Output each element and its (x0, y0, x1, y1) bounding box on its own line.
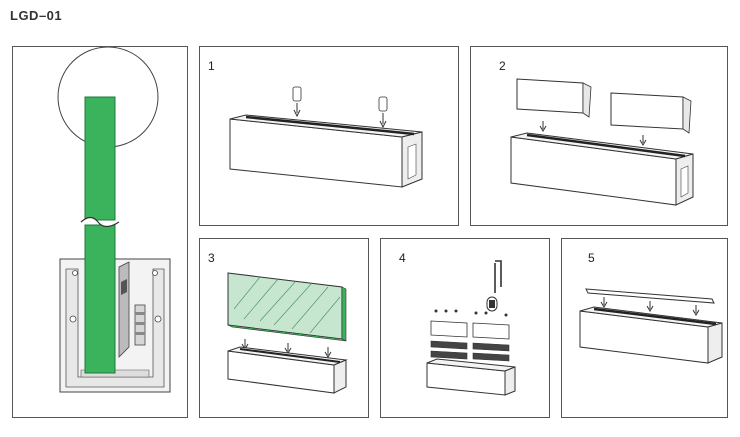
gasket-wedge (118, 261, 130, 358)
step-2-drawing (510, 78, 694, 206)
screw-left (292, 86, 302, 118)
cross-section-drawing (57, 47, 171, 393)
panel-cross-section (12, 46, 188, 418)
panel-step-4: 4 (380, 238, 550, 418)
screw-hole-right (154, 315, 162, 323)
gasket-blocks (430, 320, 510, 362)
glass-panel-top (84, 96, 116, 221)
break-mark (80, 216, 120, 228)
installation-tool (486, 260, 502, 312)
panel-step-5: 5 (561, 238, 728, 418)
screw-hole-left (69, 315, 77, 323)
gasket-strip-right (610, 92, 684, 130)
glass-pane (227, 272, 343, 340)
cover-strip (585, 288, 715, 304)
panel-step-3: 3 (199, 238, 369, 418)
step-5-drawing (579, 288, 723, 364)
screw-right (378, 96, 388, 129)
step-4-drawing (426, 260, 516, 396)
step-number: 5 (588, 251, 595, 265)
diagram-title: LGD–01 (10, 8, 63, 23)
step-1-drawing (229, 86, 423, 188)
step-number: 4 (399, 251, 406, 265)
glass-panel-bottom (84, 224, 116, 374)
step-number: 2 (499, 59, 506, 73)
panel-step-2: 2 (470, 46, 728, 226)
step-number: 1 (208, 59, 215, 73)
step-3-drawing (227, 272, 348, 394)
panel-step-1: 1 (199, 46, 459, 226)
gasket-strip-left (516, 78, 584, 114)
step-number: 3 (208, 251, 215, 265)
